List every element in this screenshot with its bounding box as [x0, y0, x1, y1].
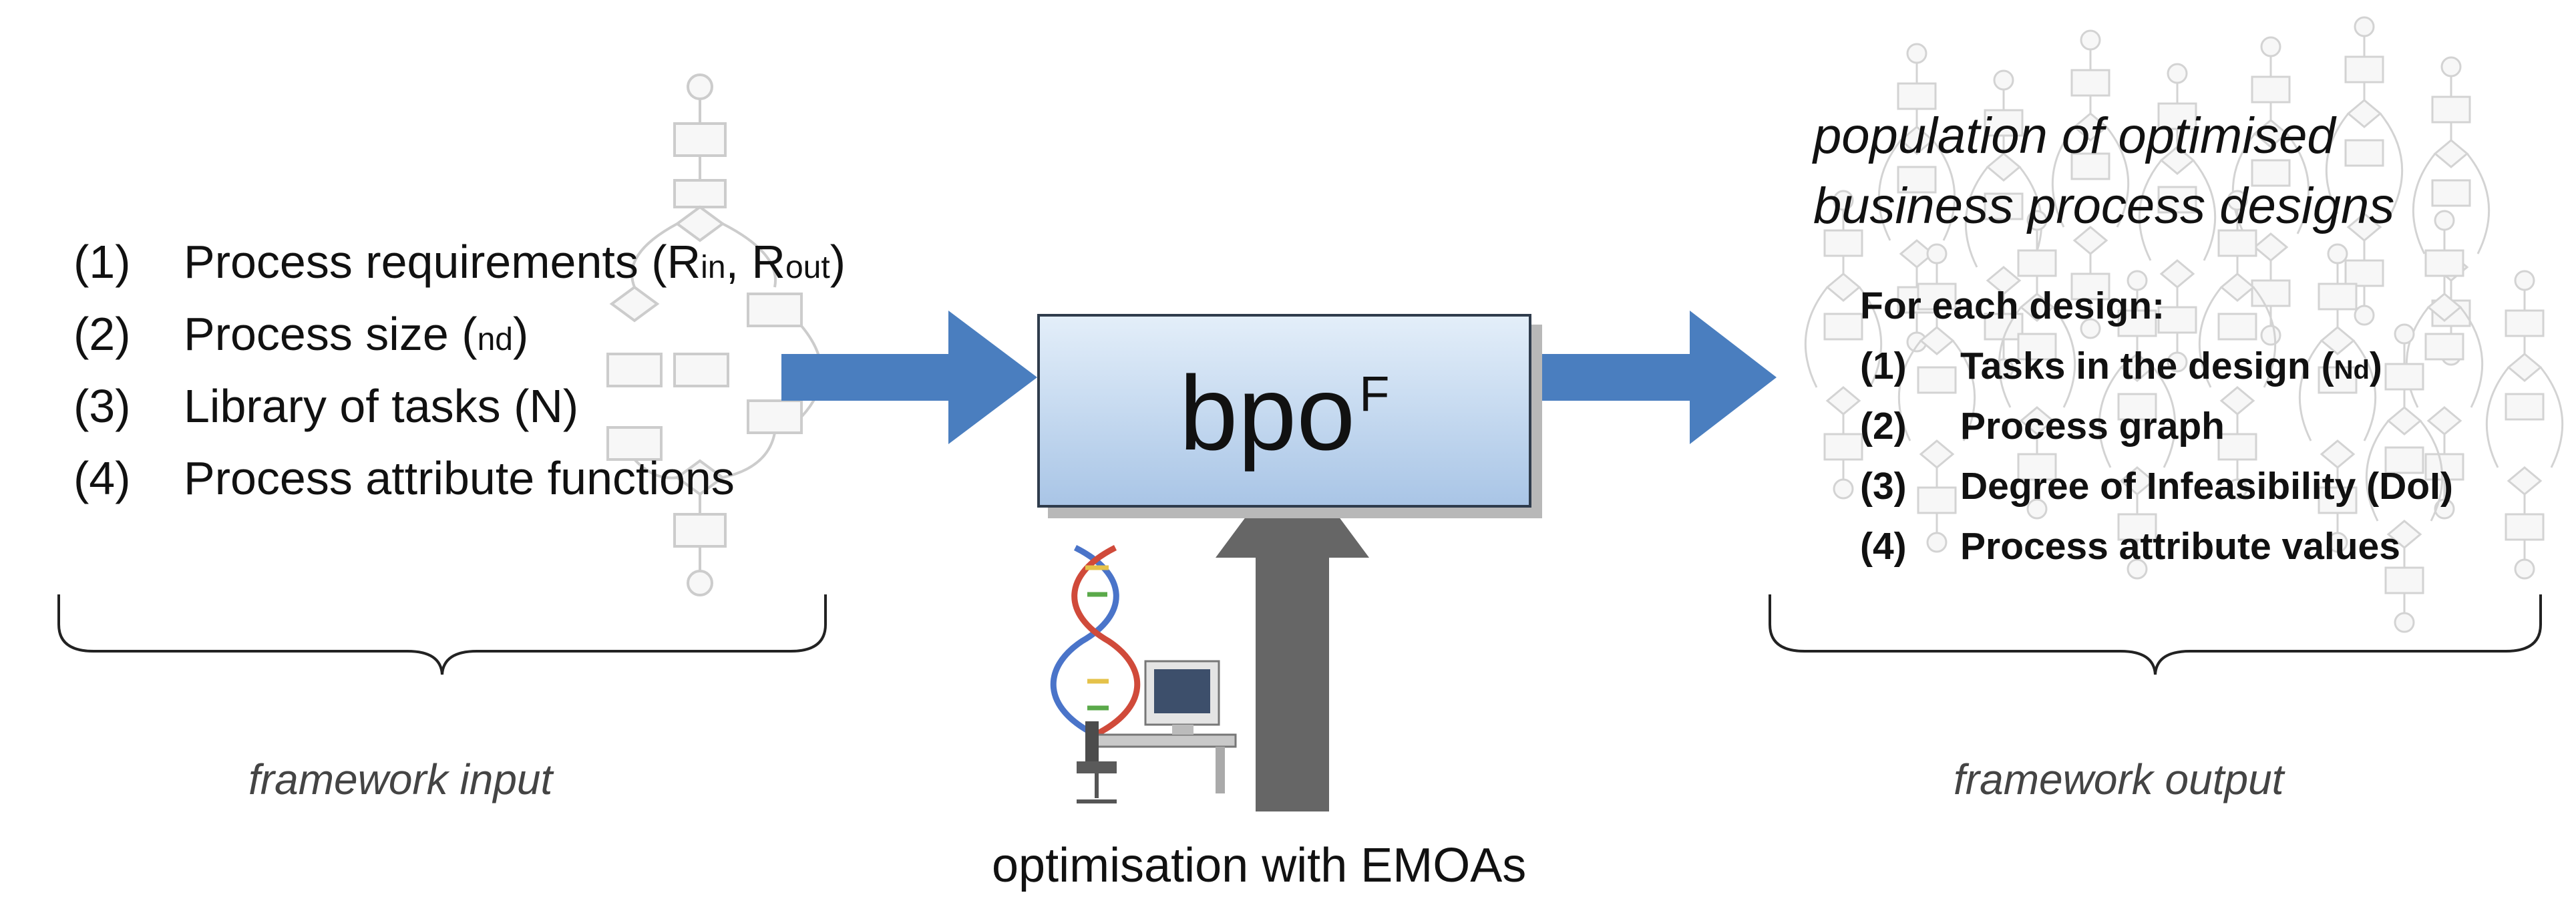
input-brace [57, 594, 827, 675]
bpo-framework-box: bpoF [1037, 314, 1531, 508]
optimisation-arrow [1216, 454, 1369, 811]
input-arrow [781, 311, 1037, 444]
dna-computer-icon [1050, 544, 1237, 803]
output-brace [1769, 594, 2542, 675]
output-caption: framework output [1954, 755, 2284, 803]
output-item-4: (4)Process attribute values [1860, 525, 2400, 568]
output-item-3: (3)Degree of Infeasibility (DoI) [1860, 465, 2453, 508]
optimisation-label: optimisation with EMOAs [992, 839, 1527, 892]
input-item-1-number: (1) [73, 236, 131, 288]
output-title-line-2: business process designs [1813, 178, 2395, 234]
output-arrow [1496, 311, 1777, 444]
output-title-line-1: population of optimised [1813, 108, 2336, 164]
output-item-2: (2)Process graph [1860, 405, 2225, 447]
input-caption: framework input [248, 755, 553, 803]
input-item-3: (3)Library of tasks (N) [73, 380, 579, 432]
output-item-1: (1)Tasks in the design (Nd) [1860, 345, 2382, 387]
input-item-1: (1)Process requirements (Rin, Rout) [73, 236, 846, 288]
output-heading: For each design: [1860, 285, 2165, 327]
bpo-label: bpoF [1179, 355, 1390, 472]
input-item-2: (2)Process size (nd) [73, 308, 529, 360]
input-item-4: (4)Process attribute functions [73, 452, 735, 504]
input-process-graph [606, 73, 823, 596]
